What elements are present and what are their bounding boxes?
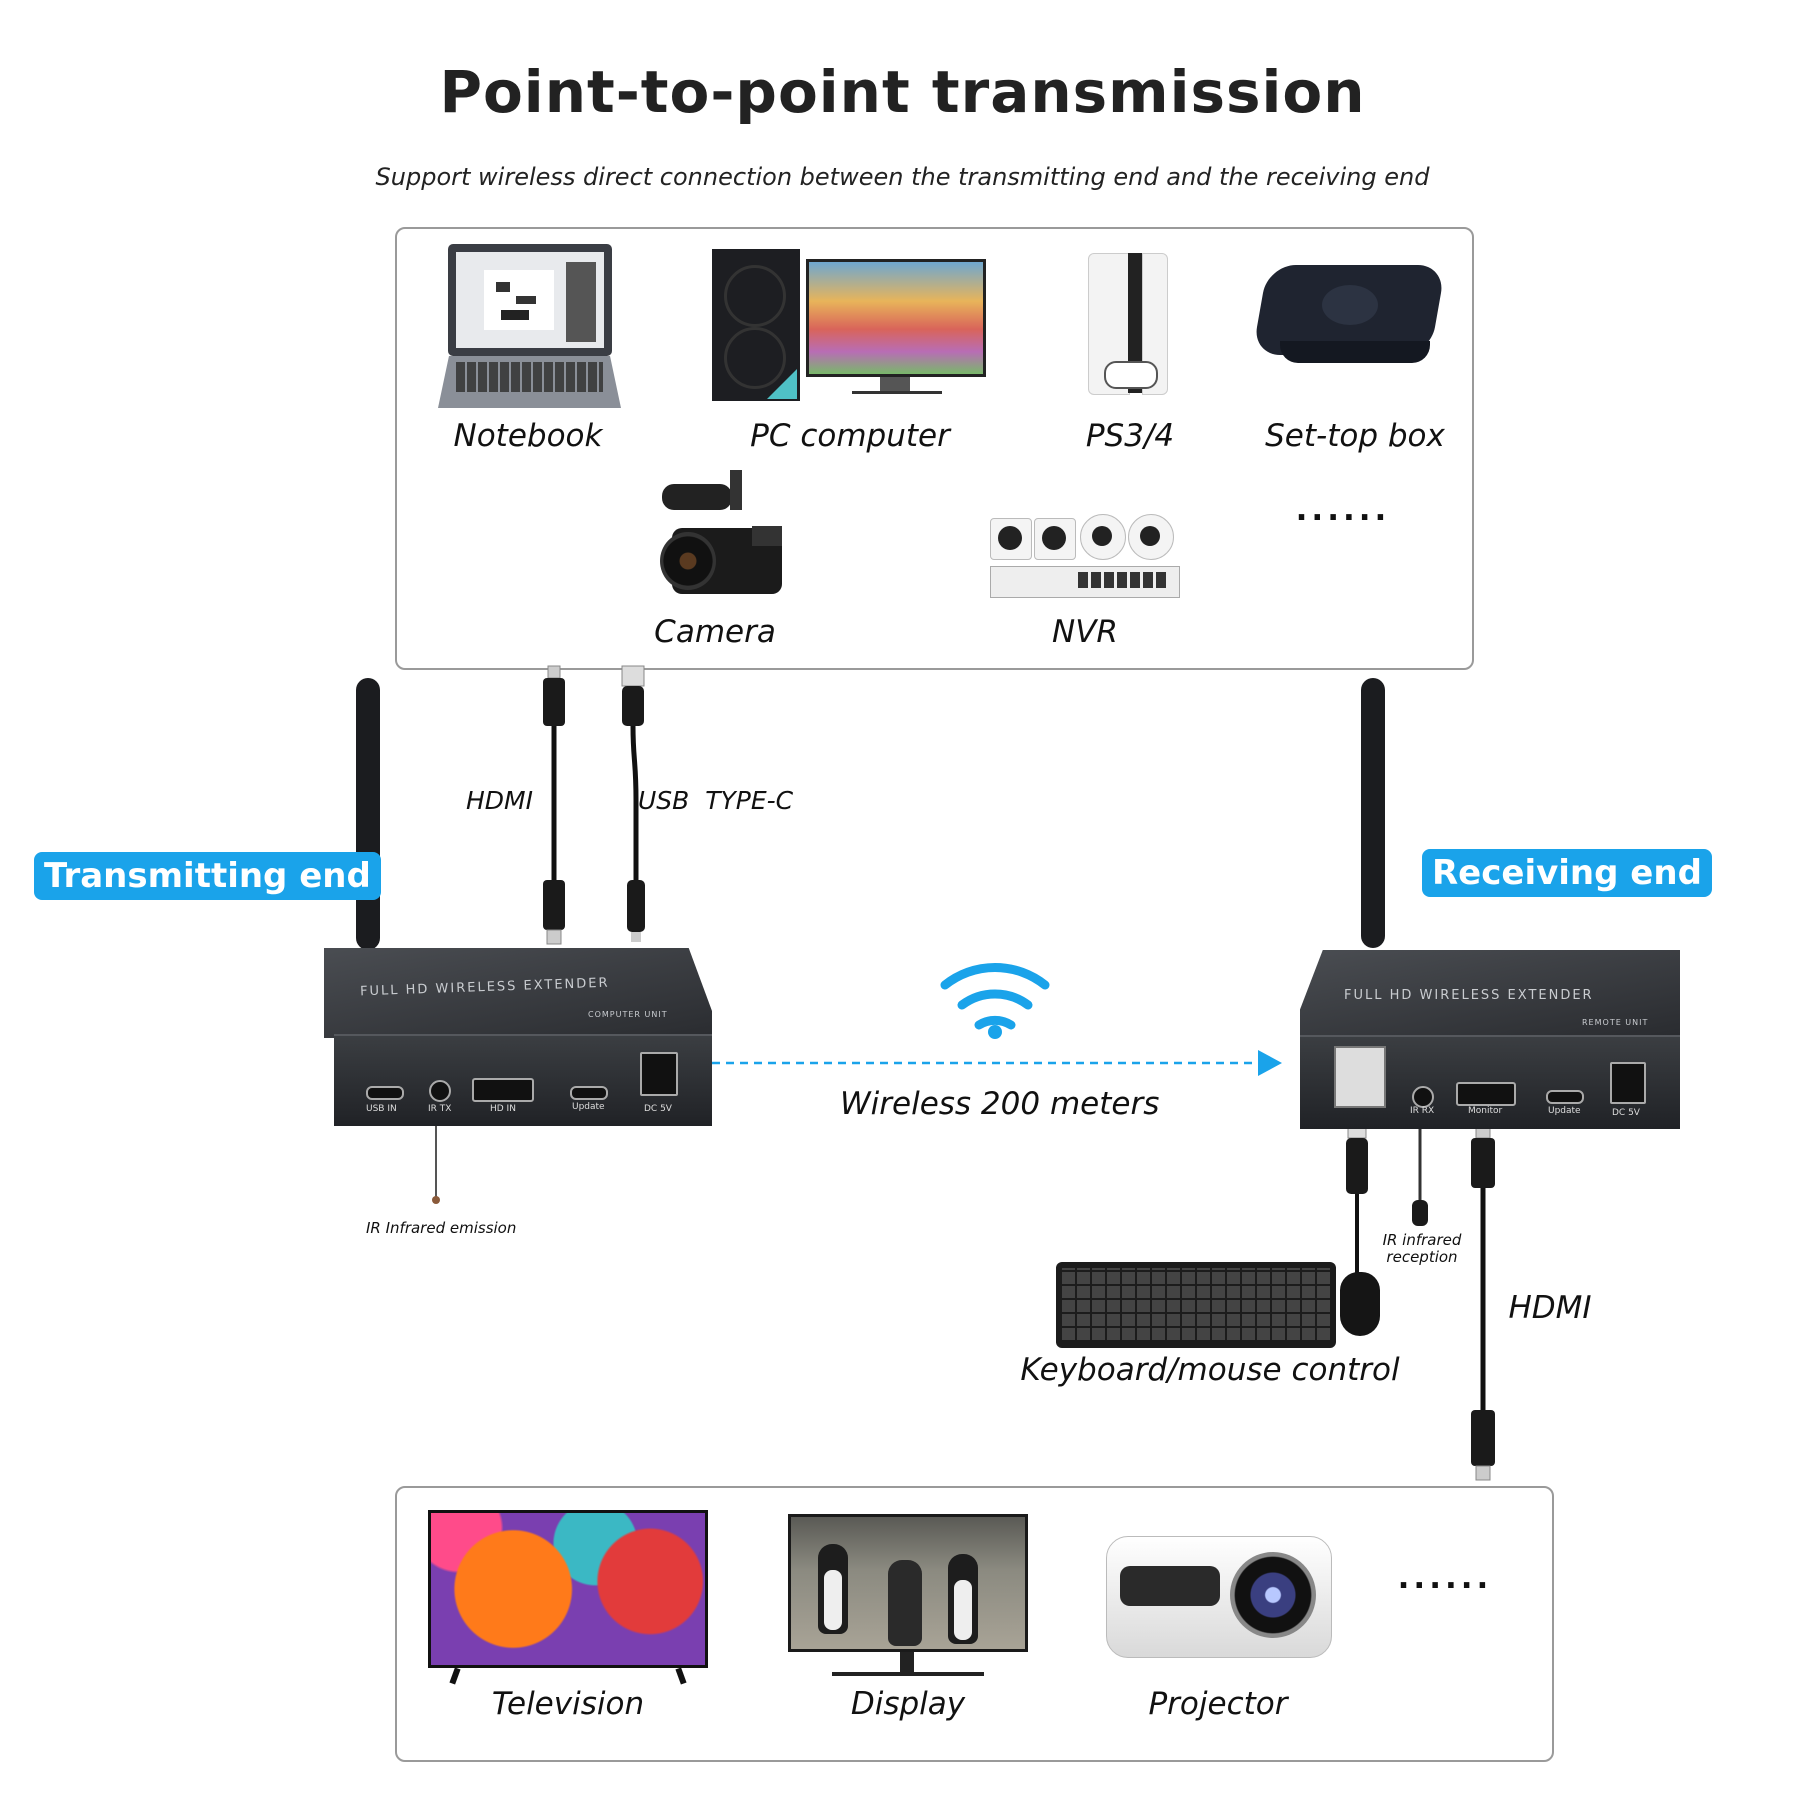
ir-receiver-wire [1412,1126,1428,1226]
source-label-notebook: Notebook [453,418,603,454]
page-subtitle: Support wireless direct connection betwe… [375,163,1430,191]
usb-cable-source [621,665,645,942]
source-more-ellipsis: ...... [1295,492,1391,528]
source-label-ps: PS3/4 [1085,418,1175,454]
tx-port-label-hd-in: HD IN [490,1104,516,1114]
receiver-panel-text: FULL HD WIRELESS EXTENDER [1344,988,1594,1003]
wireless-distance-label: Wireless 200 meters [840,1086,1160,1122]
projector-image [1100,1516,1340,1666]
output-label-display: Display [850,1686,966,1722]
tx-port-label-ir-tx: IR TX [428,1104,452,1114]
rx-update-port [1546,1090,1584,1104]
nvr-image [982,512,1182,602]
rx-ir-rx-port [1412,1086,1434,1108]
tx-port-label-usb-in: USB IN [366,1104,397,1114]
television-image [428,1510,708,1690]
output-label-projector: Projector [1148,1686,1288,1722]
hdmi-cable-source [543,665,565,945]
ir-reception-label-line1: IR infrared [1382,1231,1462,1249]
tx-port-label-dc-5v: DC 5V [644,1104,672,1114]
transmitter-antenna [356,678,380,950]
source-label-nvr: NVR [1052,614,1118,650]
rx-port-label-update: Update [1548,1106,1581,1116]
keyboard-mouse-label: Keyboard/mouse control [1020,1352,1400,1388]
source-label-pc-computer: PC computer [750,418,950,454]
camera-image [660,470,795,602]
rx-port-label-monitor: Monitor [1468,1106,1503,1116]
cable-label-hdmi-output: HDMI [1508,1290,1592,1326]
ps-console-image [1082,253,1172,398]
pc-computer-image [712,249,992,405]
rx-usb-ports [1334,1046,1386,1108]
cable-label-hdmi-input: HDMI [466,786,533,815]
wireless-link [712,1050,1282,1076]
rx-monitor-port [1456,1082,1516,1106]
mouse-image [1340,1272,1380,1338]
tx-port-label-update: Update [572,1102,605,1112]
rx-port-label-ir-rx: IR RX [1410,1106,1435,1116]
tx-update-port [570,1086,608,1100]
tx-dc-5v-port [640,1052,678,1096]
cable-label-usb-type-c: USB TYPE-C [638,786,794,815]
transmitting-end-badge: Transmitting end [34,852,381,900]
set-top-box-image [1252,265,1446,381]
source-label-camera: Camera [654,614,776,650]
hdmi-cable-output [1471,1125,1495,1481]
wifi-icon [940,963,1050,1039]
notebook-image [438,244,621,410]
rx-port-label-dc-5v: DC 5V [1612,1108,1640,1118]
rx-dc-5v-port [1610,1062,1646,1104]
display-image [788,1514,1028,1686]
receiving-end-badge: Receiving end [1422,849,1712,897]
source-label-set-top-box: Set-top box [1265,418,1445,454]
ir-emitter-wire [432,1118,440,1204]
output-label-television: Television [491,1686,645,1722]
page-title: Point-to-point transmission [439,58,1366,126]
receiver-antenna [1361,678,1385,948]
usb-cable-mouse [1346,1119,1368,1275]
transmitter-unit-text: COMPUTER UNIT [588,1010,668,1019]
ir-reception-label-line2: reception [1386,1248,1458,1266]
keyboard-image [1056,1262,1336,1350]
tx-ir-tx-port [429,1080,451,1102]
output-more-ellipsis: ...... [1397,1560,1493,1596]
receiver-unit-text: REMOTE UNIT [1582,1018,1649,1027]
ir-emission-label: IR Infrared emission [366,1219,517,1237]
tx-hd-in-port [472,1078,534,1102]
tx-usb-in-port [366,1086,404,1100]
